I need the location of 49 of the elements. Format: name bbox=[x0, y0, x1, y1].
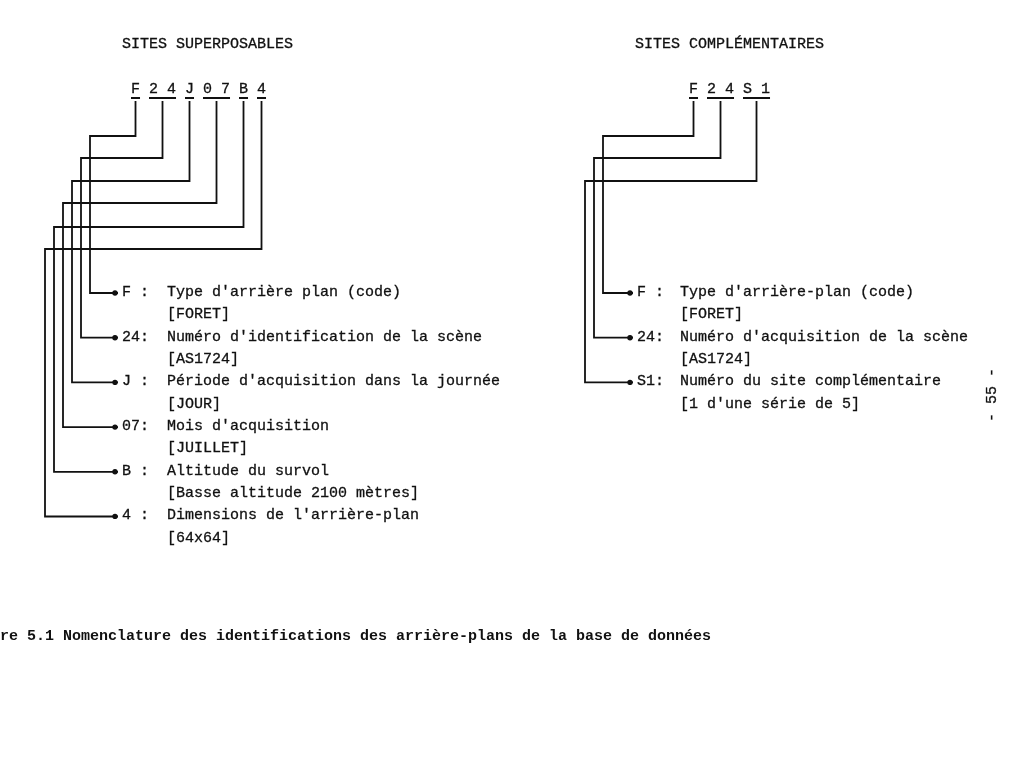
code-key: 24: bbox=[637, 326, 664, 349]
code-key: 07: bbox=[122, 415, 149, 439]
figure-caption: re 5.1 Nomenclature des identifications des arrière-plans de la base de données bbox=[0, 628, 712, 646]
code-label: B bbox=[239, 79, 248, 101]
leader-line bbox=[53, 100, 245, 475]
field-description: Numéro d'acquisition de la scène bbox=[680, 327, 969, 348]
example-value: [FORET] bbox=[680, 305, 743, 326]
example-value: [1 d'une série de 5] bbox=[680, 394, 861, 415]
leader-line bbox=[44, 100, 263, 520]
leader-line bbox=[71, 100, 191, 386]
example-value: [AS1724] bbox=[167, 349, 239, 370]
section-title: SITES SUPERPOSABLES bbox=[122, 36, 294, 54]
code-label: S 1 bbox=[743, 79, 770, 101]
code-key: J : bbox=[122, 371, 149, 394]
field-description: Numéro d'identification de la scène bbox=[167, 327, 483, 348]
field-description: Altitude du survol bbox=[167, 461, 330, 482]
code-label: 0 7 bbox=[203, 79, 230, 101]
code-label: 2 4 bbox=[149, 79, 176, 101]
example-value: [AS1724] bbox=[680, 349, 752, 370]
field-description: Période d'acquisition dans la journée bbox=[167, 372, 501, 393]
leader-line bbox=[89, 100, 137, 296]
example-value: [Basse altitude 2100 mètres] bbox=[167, 483, 420, 504]
leader-line bbox=[593, 100, 722, 341]
page-number: - 55 - bbox=[985, 368, 1001, 422]
field-description: Dimensions de l'arrière-plan bbox=[167, 506, 420, 527]
leader-line bbox=[602, 100, 695, 296]
example-value: [JUILLET] bbox=[167, 439, 248, 460]
code-key: F : bbox=[637, 281, 664, 305]
code-label: 4 bbox=[257, 79, 266, 101]
leader-line bbox=[584, 100, 758, 386]
field-description: Type d'arrière-plan (code) bbox=[680, 282, 915, 303]
code-label: 2 4 bbox=[707, 79, 734, 101]
field-description: Type d'arrière plan (code) bbox=[167, 282, 402, 303]
code-key: F : bbox=[122, 281, 149, 305]
field-description: Mois d'acquisition bbox=[167, 416, 330, 437]
example-value: [FORET] bbox=[167, 305, 230, 326]
example-value: [JOUR] bbox=[167, 394, 221, 415]
field-description: Numéro du site complémentaire bbox=[680, 372, 942, 393]
example-value: [64x64] bbox=[167, 528, 230, 549]
section-title: SITES COMPLÉMENTAIRES bbox=[635, 36, 825, 54]
leader-line bbox=[62, 100, 218, 430]
code-label: J bbox=[185, 79, 194, 101]
leader-line bbox=[80, 100, 164, 341]
code-key: 24: bbox=[122, 326, 149, 349]
code-key: 4 : bbox=[122, 505, 149, 528]
code-key: B : bbox=[122, 460, 149, 483]
code-key: S1: bbox=[637, 371, 664, 394]
code-label: F bbox=[131, 79, 140, 101]
code-label: F bbox=[689, 79, 698, 101]
